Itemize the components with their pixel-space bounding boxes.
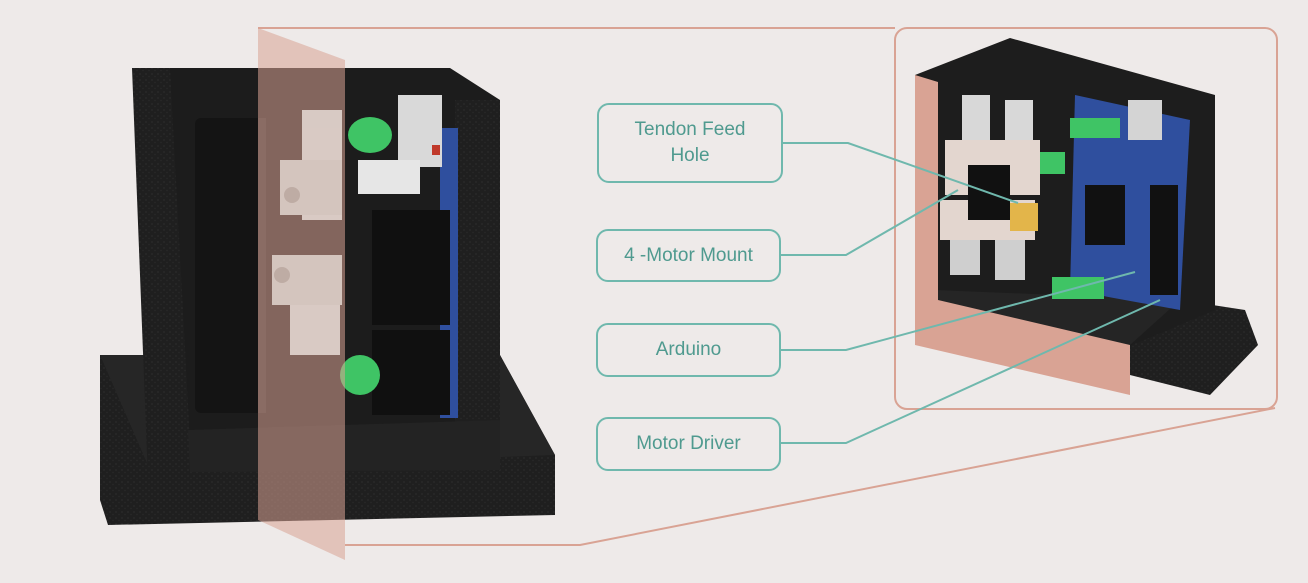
zoom-frame [894,27,1278,410]
callout-arduino: Arduino [596,323,781,377]
callout-tendon-feed-hole-label: Tendon Feed Hole [634,119,746,166]
zoom-line-bottom [345,407,1276,546]
usb-connector [398,95,442,167]
motor-mount-front [272,110,342,355]
pin-header [358,160,420,194]
iso-tendon-feed-block [1010,203,1038,231]
leader-motor-driver [780,299,1161,444]
shaft-hole-upper [284,187,300,203]
iso-section-left [915,75,1130,395]
callout-motor-driver: Motor Driver [596,417,781,471]
battery-pack [195,118,265,413]
iso-terminal-top [1070,118,1120,138]
shaft-hole-lower [274,267,290,283]
iso-driver-module-a [1085,185,1125,245]
leader-tendon-feed-hole [782,142,1019,204]
callout-tendon-feed-hole: Tendon Feed Hole [597,103,783,183]
terminal-block-upper [348,117,392,153]
callout-motor-mount-label: 4 -Motor Mount [624,244,753,266]
driver-module-upper [372,210,450,325]
enclosure-iso-view [915,38,1258,395]
callout-motor-mount: 4 -Motor Mount [596,229,781,282]
iso-driver-module-b [1150,185,1178,295]
terminal-block-lower [340,355,380,395]
iso-terminal-mid [1040,152,1065,174]
leader-motor-mount [780,189,959,256]
iso-usb-connector [1128,100,1162,140]
leader-lines [780,142,1161,444]
iso-motor-mount [940,95,1040,280]
leader-arduino [780,271,1136,351]
reset-button [432,145,440,155]
callout-arduino-label: Arduino [655,339,722,360]
driver-module-lower [372,330,450,415]
enclosure-right-wall [455,100,500,468]
callout-motor-driver-label: Motor Driver [636,433,741,454]
